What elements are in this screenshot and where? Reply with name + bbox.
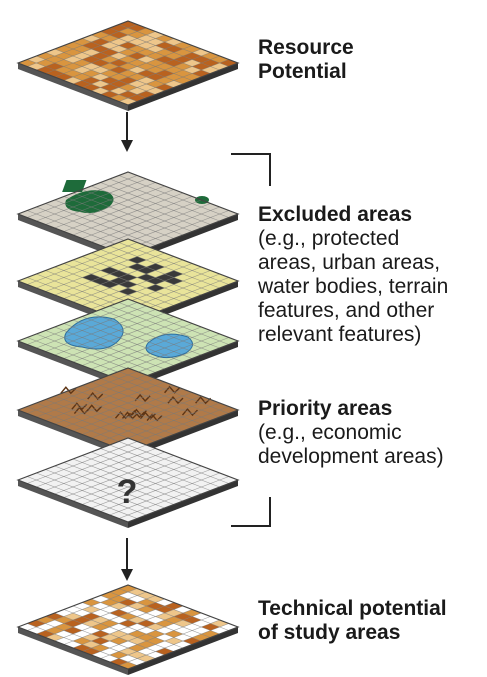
technical-potential-layer <box>16 584 240 675</box>
unknown-layer-glyph: ? <box>117 473 138 511</box>
excluded-areas-title: Excluded areas <box>258 203 413 226</box>
technical-potential-label: Technical potential of study areas <box>258 597 447 645</box>
resource-potential-title: Resource Potential <box>258 36 354 83</box>
resource-potential-layer <box>16 20 240 111</box>
technical-potential-title: Technical potential of study areas <box>258 597 447 644</box>
excluded-areas-label: Excluded areas (e.g., protected areas, u… <box>258 203 448 347</box>
urban-areas-layer <box>16 238 240 329</box>
protected-areas-layer <box>16 171 240 262</box>
excluded-areas-detail: (e.g., protected areas, urban areas, wat… <box>258 227 449 346</box>
terrain-features-layer <box>16 367 240 458</box>
bracket-bottom <box>231 497 271 527</box>
resource-potential-label: Resource Potential <box>258 36 354 84</box>
arrow-down-1-head <box>121 140 133 152</box>
priority-areas-title: Priority areas <box>258 397 393 420</box>
priority-areas-label: Priority areas (e.g., economic developme… <box>258 397 444 469</box>
bracket-top <box>231 153 271 186</box>
priority-areas-detail: (e.g., economic development areas) <box>258 421 444 468</box>
arrow-down-2-head <box>121 569 133 581</box>
water-bodies-layer <box>16 298 240 389</box>
priority-areas-layer <box>16 437 240 528</box>
